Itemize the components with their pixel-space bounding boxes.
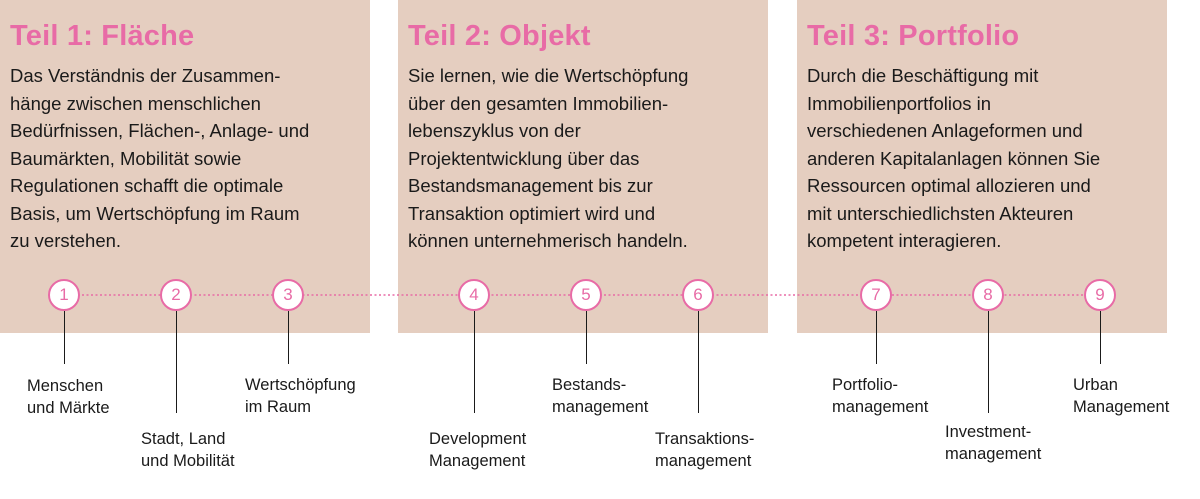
step-1-label: Menschen und Märkte [27, 375, 110, 419]
label-line: management [945, 445, 1042, 463]
step-7-stem [875, 311, 877, 364]
description-line: kompetent interagieren. [807, 230, 1002, 251]
description-line: anderen Kapitalanlagen können Sie [807, 147, 1101, 169]
label-line: Development [429, 430, 527, 448]
description-line: mit unterschiedlichsten Akteuren [807, 202, 1074, 224]
label-line: Transaktions- [655, 430, 755, 448]
description-line: Sie lernen, wie die Wertschöpfung [408, 65, 689, 86]
label-line: management [655, 452, 752, 470]
description-line: über den gesamten Immobilien- [408, 92, 669, 114]
label-line: management [832, 398, 929, 416]
label-line: management [552, 398, 649, 416]
panel-title: Teil 1: Fläche [10, 20, 195, 52]
description-line: Basis, um Wertschöpfung im Raum [10, 202, 300, 224]
label-line: Investment- [945, 423, 1032, 441]
step-9-label: Urban Management [1073, 374, 1169, 418]
step-2-stem [175, 311, 177, 413]
description-line: zu verstehen. [10, 230, 122, 251]
step-7-label: Portfolio- management [832, 374, 928, 418]
description-line: verschiedenen Anlageformen und [807, 120, 1083, 141]
step-1-circle: 1 [48, 279, 80, 311]
step-4-circle: 4 [458, 279, 490, 311]
label-line: Urban [1073, 376, 1118, 394]
description-line: Ressourcen optimal allozieren und [807, 175, 1091, 196]
label-line: Menschen [27, 377, 104, 395]
label-line: Management [429, 452, 526, 470]
step-9-stem [1099, 311, 1101, 364]
step-2-label: Stadt, Land und Mobilität [141, 428, 235, 472]
label-line: Management [1073, 398, 1170, 416]
description-line: Transaktion optimiert wird und [408, 202, 656, 224]
step-6-label: Transaktions- management [655, 428, 754, 472]
panel-title: Teil 3: Portfolio [807, 20, 1020, 52]
step-5-stem [585, 311, 587, 364]
step-4-stem [473, 311, 475, 413]
panel-title: Teil 2: Objekt [408, 20, 591, 52]
label-line: Portfolio- [832, 376, 899, 394]
label-line: im Raum [245, 398, 312, 416]
label-line: und Märkte [27, 399, 110, 417]
step-5-circle: 5 [570, 279, 602, 311]
description-line: Immobilienportfolios in [807, 92, 992, 114]
label-line: und Mobilität [141, 452, 235, 470]
step-6-stem [697, 311, 699, 413]
step-3-stem [287, 311, 289, 364]
description-line: Bestandsmanagement bis zur [408, 175, 653, 196]
panel-teil-1: Teil 1: Fläche Das Verständnis der Zusam… [0, 0, 370, 333]
panel-description: Sie lernen, wie die Wertschöpfung über d… [408, 62, 748, 255]
description-line: Regulationen schafft die optimale [10, 175, 284, 196]
step-8-stem [987, 311, 989, 413]
description-line: Projektentwicklung über das [408, 147, 640, 169]
description-line: Baumärkten, Mobilität sowie [10, 147, 242, 169]
description-line: hänge zwischen menschlichen [10, 92, 261, 114]
step-9-circle: 9 [1084, 279, 1116, 311]
panel-description: Durch die Beschäftigung mit Immobilienpo… [807, 62, 1147, 255]
label-line: Bestands- [552, 376, 627, 394]
step-6-circle: 6 [682, 279, 714, 311]
description-line: können unternehmerisch handeln. [408, 230, 688, 251]
step-7-circle: 7 [860, 279, 892, 311]
label-line: Wertschöpfung [245, 376, 356, 394]
description-line: Das Verständnis der Zusammen- [10, 65, 281, 86]
panel-description: Das Verständnis der Zusammen- hänge zwis… [10, 62, 350, 255]
step-3-label: Wertschöpfung im Raum [245, 374, 356, 418]
label-line: Stadt, Land [141, 430, 226, 448]
description-line: lebenszyklus von der [408, 120, 581, 141]
step-1-stem [63, 311, 65, 364]
step-3-circle: 3 [272, 279, 304, 311]
panel-teil-3: Teil 3: Portfolio Durch die Beschäftigun… [797, 0, 1167, 333]
panel-teil-2: Teil 2: Objekt Sie lernen, wie die Werts… [398, 0, 768, 333]
step-2-circle: 2 [160, 279, 192, 311]
step-4-label: Development Management [429, 428, 526, 472]
step-8-circle: 8 [972, 279, 1004, 311]
description-line: Bedürfnissen, Flächen-, Anlage- und [10, 120, 310, 141]
step-8-label: Investment- management [945, 421, 1041, 465]
step-5-label: Bestands- management [552, 374, 648, 418]
description-line: Durch die Beschäftigung mit [807, 65, 1039, 86]
